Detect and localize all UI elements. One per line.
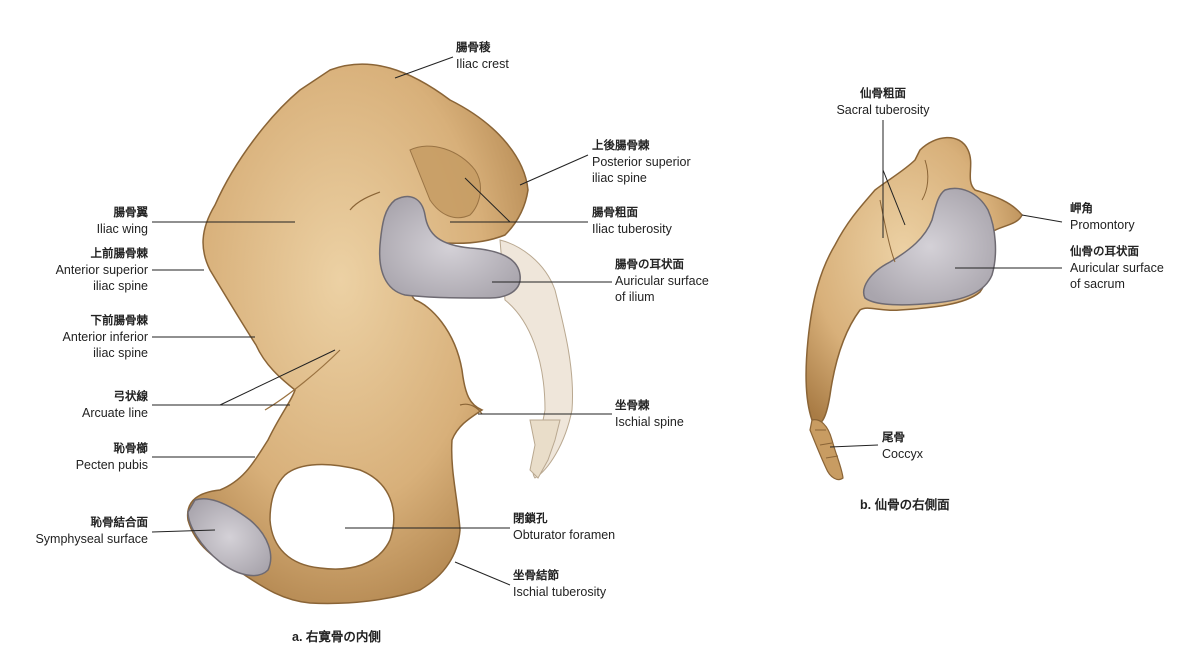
label-en: Auricular surface xyxy=(615,274,709,288)
label-ja: 恥骨櫛 xyxy=(113,443,149,455)
obturator-foramen xyxy=(269,463,395,570)
caption-a: a. 右寛骨の内側 xyxy=(292,630,381,644)
label-ja: 閉鎖孔 xyxy=(513,513,548,525)
label-ja: 仙骨粗面 xyxy=(860,88,906,100)
label-ja: 仙骨の耳状面 xyxy=(1070,246,1139,258)
caption-b: b. 仙骨の右側面 xyxy=(860,498,950,512)
label-ja: 弓状線 xyxy=(113,391,149,403)
auricular-surface-ilium xyxy=(378,195,521,299)
label-en: Coccyx xyxy=(882,447,923,461)
label-en: Pecten pubis xyxy=(75,458,148,472)
label-pecten-pubis: 恥骨櫛 Pecten pubis xyxy=(76,441,148,473)
sacrum-lateral xyxy=(805,136,1023,481)
auricular-surface-sacrum xyxy=(863,187,997,306)
label-iliac-tuberosity: 腸骨粗面 Iliac tuberosity xyxy=(592,205,672,237)
label-sacral-tuberosity: 仙骨粗面 Sacral tuberosity xyxy=(823,86,943,118)
label-en: Iliac tuberosity xyxy=(592,222,672,236)
label-ja: 坐骨結節 xyxy=(513,570,559,582)
label-ja: 尾骨 xyxy=(882,432,905,444)
label-en: Iliac crest xyxy=(456,57,509,71)
label-ja: 腸骨の耳状面 xyxy=(615,259,684,271)
label-en: Anterior superior xyxy=(55,263,148,277)
label-symphyseal-surface: 恥骨結合面 Symphyseal surface xyxy=(35,515,148,547)
label-coccyx: 尾骨 Coccyx xyxy=(882,430,923,462)
label-anterior-superior-iliac-spine: 上前腸骨棘 Anterior superior iliac spine xyxy=(56,246,148,294)
label-en: iliac spine xyxy=(93,279,148,293)
label-en: Posterior superior xyxy=(592,155,691,169)
leader-lines xyxy=(151,56,1063,586)
label-ja: 腸骨翼 xyxy=(113,207,149,219)
label-ja: 恥骨結合面 xyxy=(90,517,149,529)
label-en: Ischial spine xyxy=(615,415,684,429)
label-iliac-wing: 腸骨翼 Iliac wing xyxy=(97,205,148,237)
label-ja: 坐骨棘 xyxy=(615,400,650,412)
label-en: iliac spine xyxy=(93,346,148,360)
label-arcuate-line: 弓状線 Arcuate line xyxy=(82,389,148,421)
label-ischial-tuberosity: 坐骨結節 Ischial tuberosity xyxy=(513,568,606,600)
label-en: Arcuate line xyxy=(81,406,148,420)
label-en: Obturator foramen xyxy=(513,528,616,542)
label-iliac-crest: 腸骨稜 Iliac crest xyxy=(456,40,509,72)
label-en: Symphyseal surface xyxy=(35,532,148,546)
label-anterior-inferior-iliac-spine: 下前腸骨棘 Anterior inferior iliac spine xyxy=(63,313,148,361)
label-en: Ischial tuberosity xyxy=(513,585,607,599)
label-obturator-foramen: 閉鎖孔 Obturator foramen xyxy=(513,511,615,543)
label-en: Auricular surface xyxy=(1070,261,1164,275)
label-en: of sacrum xyxy=(1070,277,1125,291)
label-ja: 下前腸骨棘 xyxy=(90,315,149,327)
hip-bone xyxy=(186,63,573,605)
label-en: Iliac wing xyxy=(96,222,148,236)
label-en: Anterior inferior xyxy=(62,330,148,344)
coccyx-bone xyxy=(809,419,844,481)
label-ja: 腸骨粗面 xyxy=(592,207,638,219)
label-auricular-surface-sacrum: 仙骨の耳状面 Auricular surface of sacrum xyxy=(1070,244,1164,292)
label-posterior-superior-iliac-spine: 上後腸骨棘 Posterior superior iliac spine xyxy=(592,138,691,186)
label-ja: 上前腸骨棘 xyxy=(90,248,149,260)
label-promontory: 岬角 Promontory xyxy=(1070,201,1135,233)
label-en: of ilium xyxy=(615,290,655,304)
label-en: Sacral tuberosity xyxy=(836,103,930,117)
label-auricular-surface-ilium: 腸骨の耳状面 Auricular surface of ilium xyxy=(615,257,709,305)
label-ja: 岬角 xyxy=(1070,203,1093,215)
symphyseal-surface xyxy=(187,498,272,577)
label-ja: 腸骨稜 xyxy=(456,42,491,54)
label-ja: 上後腸骨棘 xyxy=(592,140,650,152)
label-en: iliac spine xyxy=(592,171,647,185)
label-en: Promontory xyxy=(1070,218,1135,232)
sacrum-fragment xyxy=(499,239,573,479)
label-ischial-spine: 坐骨棘 Ischial spine xyxy=(615,398,684,430)
